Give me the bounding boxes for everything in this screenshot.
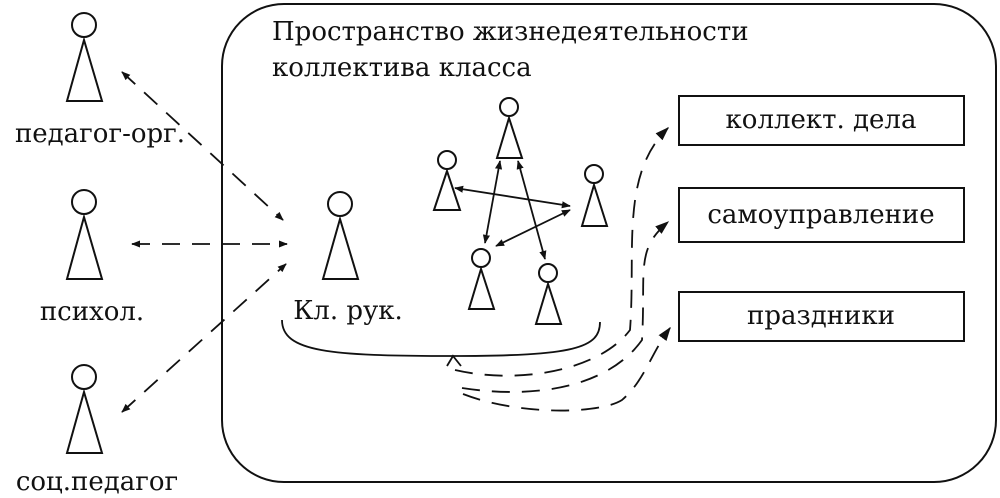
curve-arrow-tip	[446, 354, 462, 367]
dashed-curve-to-holidays	[462, 326, 671, 412]
activity-label-holidays: праздники	[747, 301, 895, 331]
frame-title-line2: коллектива класса	[272, 53, 532, 83]
arrow-left-to-right	[454, 185, 571, 209]
dashed-arrow-pedorg-teacher	[121, 71, 284, 221]
student-figure-bottom-left	[467, 248, 496, 310]
arrow-top-to-bottomleft	[482, 160, 503, 244]
frame-title-line1: Пространство жизнедеятельности	[272, 17, 749, 47]
class-teacher-label: Кл. рук.	[293, 296, 403, 326]
ped-org-label: педагог-орг.	[15, 119, 185, 149]
soc-ped-label: соц.педагог	[16, 467, 178, 497]
arrow-top-to-bottomright	[516, 160, 547, 260]
soc-ped-figure	[65, 364, 104, 454]
activity-box-self-government	[678, 187, 965, 243]
psych-label: психол.	[40, 297, 144, 327]
student-figure-right	[580, 164, 609, 227]
student-figure-left	[432, 150, 462, 211]
activity-box-collective-affairs	[678, 95, 965, 146]
teacher-influence-curve	[281, 319, 601, 357]
ped-org-figure	[65, 12, 104, 102]
student-figure-bottom-right	[534, 263, 563, 325]
psych-figure	[65, 189, 104, 280]
class-teacher-figure	[321, 191, 360, 280]
activity-label-collective-affairs: коллект. дела	[726, 105, 917, 135]
dashed-arrow-socped-teacher	[121, 263, 287, 413]
dashed-curve-to-self-government	[461, 221, 670, 393]
activity-box-holidays	[678, 291, 965, 342]
student-figure-top	[495, 97, 524, 159]
activity-label-self-government: самоуправление	[707, 200, 934, 230]
dashed-curve-to-collective-affairs	[454, 127, 669, 377]
arrow-bottomleft-to-right	[495, 209, 571, 247]
